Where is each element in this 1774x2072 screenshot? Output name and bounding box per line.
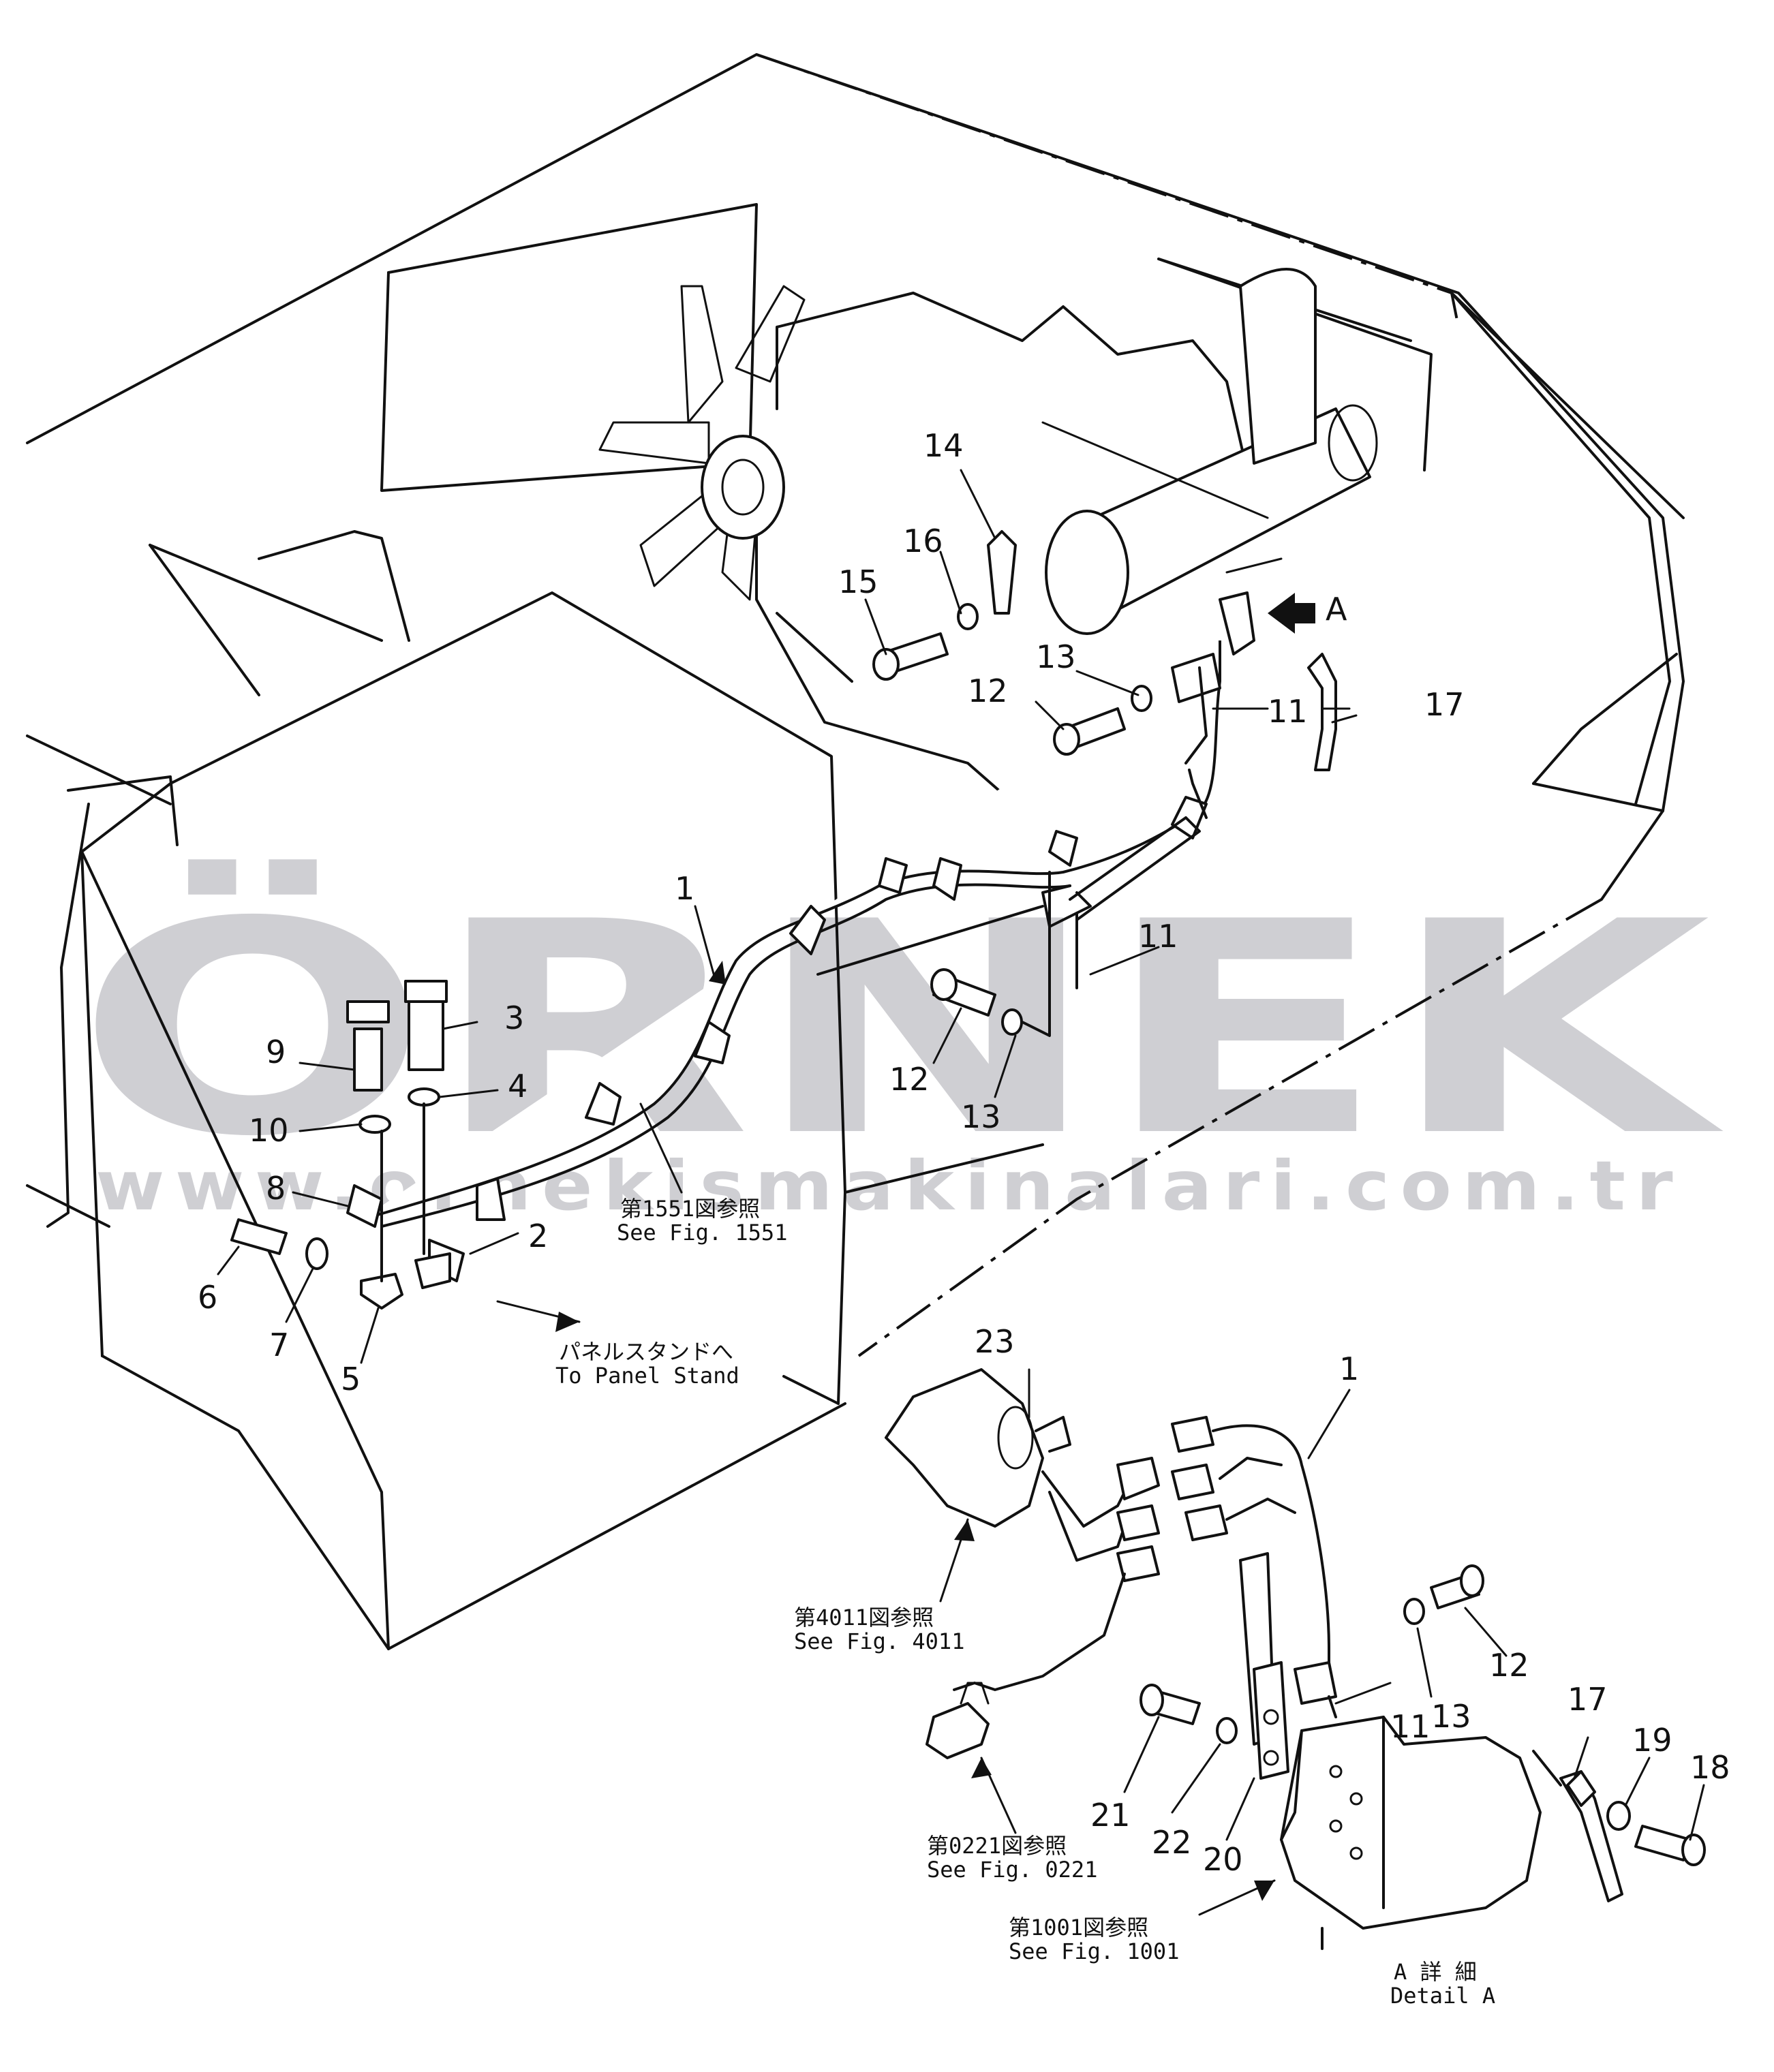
callout-12-frame: 12 <box>889 1061 930 1098</box>
callout-3: 3 <box>504 1000 524 1036</box>
ref-4011-en: See Fig. 4011 <box>794 1628 964 1654</box>
callout-1: 1 <box>675 870 694 907</box>
callout-2: 2 <box>528 1218 548 1254</box>
view-label-a: A <box>1326 591 1347 628</box>
panel-stand-jp: パネルスタンドへ <box>559 1339 733 1365</box>
callout-22: 22 <box>1152 1824 1192 1861</box>
callout-14: 14 <box>923 427 964 464</box>
ref-4011-jp: 第4011図参照 <box>794 1605 934 1630</box>
reference-notes: 第1551図参照 See Fig. 1551 パネルスタンドへ To Panel… <box>555 1196 1495 2009</box>
callout-5: 5 <box>341 1361 361 1397</box>
callout-11-engine: 11 <box>1268 693 1308 730</box>
callout-11-frame: 11 <box>1138 918 1178 955</box>
callout-11-detail: 11 <box>1390 1708 1431 1745</box>
ref-0221-jp: 第0221図参照 <box>927 1833 1067 1859</box>
detail-a <box>885 1368 1706 1950</box>
counterweight-box <box>46 591 1044 1650</box>
wiring-harness <box>361 640 1221 1228</box>
cooling-fan <box>598 285 806 601</box>
callout-1-detail: 1 <box>1339 1350 1359 1387</box>
callout-16: 16 <box>903 523 943 559</box>
callout-17-detail: 17 <box>1567 1681 1608 1718</box>
callout-20: 20 <box>1203 1841 1243 1878</box>
pulley <box>701 435 785 540</box>
view-arrow-a <box>1268 593 1315 634</box>
callout-12-engine: 12 <box>968 672 1008 709</box>
callout-7: 7 <box>269 1327 289 1363</box>
callout-23: 23 <box>975 1323 1015 1360</box>
panel-stand-en: To Panel Stand <box>555 1363 739 1389</box>
ref-1001-en: See Fig. 1001 <box>1009 1938 1179 1964</box>
callout-9: 9 <box>266 1034 286 1070</box>
leader-lines <box>217 469 1705 1916</box>
ref-1551-en: See Fig. 1551 <box>617 1220 787 1246</box>
callout-15: 15 <box>838 563 878 600</box>
callout-17-engine: 17 <box>1424 686 1465 723</box>
ref-1001-jp: 第1001図参照 <box>1009 1915 1148 1940</box>
callout-12-detail: 12 <box>1489 1647 1529 1684</box>
watermark-url: www.ornekismakinalari.com.tr <box>95 1146 1683 1226</box>
callout-21: 21 <box>1090 1797 1131 1834</box>
callout-13-engine: 13 <box>1036 638 1076 675</box>
watermark-brand: ÖRNEK <box>75 856 1726 1201</box>
ref-0221-en: See Fig. 0221 <box>927 1857 1097 1883</box>
callout-13-frame: 13 <box>961 1098 1001 1135</box>
callout-8: 8 <box>266 1170 286 1207</box>
callout-19: 19 <box>1632 1722 1672 1759</box>
muffler <box>1041 268 1378 635</box>
callout-13-detail: 13 <box>1431 1698 1471 1735</box>
ref-1551-jp: 第1551図参照 <box>620 1196 760 1222</box>
detail-a-en: Detail A <box>1390 1983 1495 2009</box>
engine-hardware <box>872 530 1337 1037</box>
callout-18: 18 <box>1690 1749 1730 1786</box>
callout-6: 6 <box>198 1279 217 1316</box>
callout-10: 10 <box>249 1112 289 1149</box>
callout-4: 4 <box>508 1068 527 1104</box>
detail-a-jp: A 詳 細 <box>1394 1959 1477 1985</box>
left-hardware <box>230 980 465 1310</box>
callouts: 1 2 3 4 5 6 7 8 9 10 11 11 11 12 12 12 1… <box>198 427 1730 1878</box>
watermark: ÖRNEK www.ornekismakinalari.com.tr <box>75 856 1726 1226</box>
